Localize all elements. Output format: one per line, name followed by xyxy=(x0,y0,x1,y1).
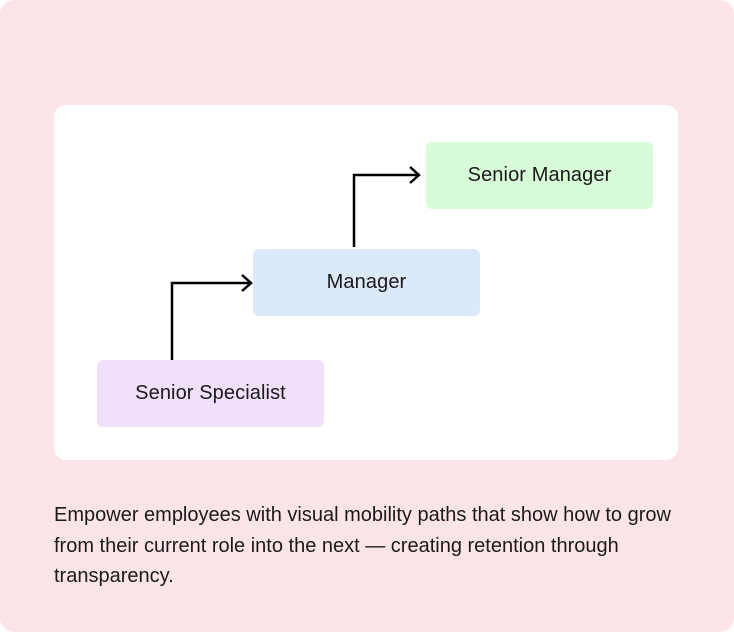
promotion-arrows xyxy=(170,166,421,360)
feature-description: Empower employees with visual mobility p… xyxy=(54,504,671,587)
career-path-diagram: Senior Specialist Manager Senior Manager xyxy=(54,105,678,460)
role-senior-specialist: Senior Specialist xyxy=(97,360,324,427)
role-senior-manager-label: Senior Manager xyxy=(467,164,612,186)
role-manager-label: Manager xyxy=(326,271,407,293)
arrow-head-manager-to-senior-manager xyxy=(409,166,421,184)
role-manager: Manager xyxy=(253,249,480,316)
arrow-head-specialist-to-manager xyxy=(241,274,253,292)
role-senior-specialist-label: Senior Specialist xyxy=(135,382,286,404)
role-senior-manager: Senior Manager xyxy=(426,142,653,209)
arrow-manager-to-senior-manager xyxy=(352,173,418,247)
arrow-specialist-to-manager xyxy=(170,281,250,360)
